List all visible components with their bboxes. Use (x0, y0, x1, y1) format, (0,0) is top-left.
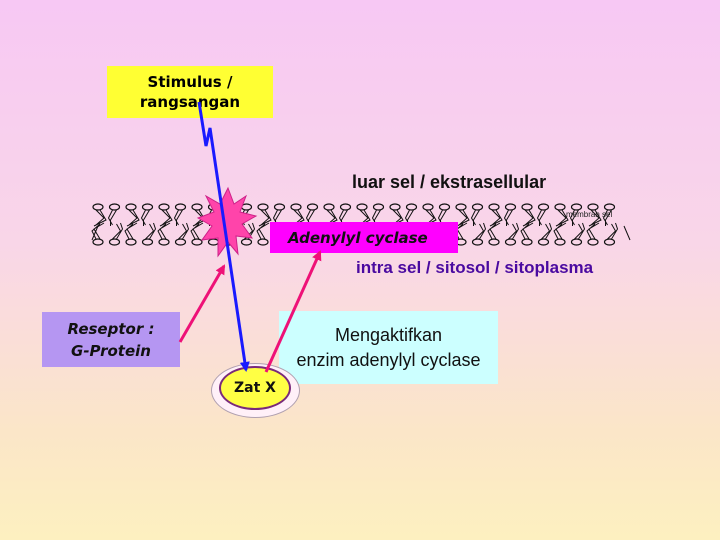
stimulus-line2: rangsangan (139, 93, 241, 111)
zat-x-label: Zat X (219, 366, 291, 410)
activation-line1: Mengaktifkan (334, 324, 443, 345)
activation-box: Mengaktifkan enzim adenylyl cyclase (279, 311, 498, 384)
receptor-star-icon (196, 186, 258, 258)
receptor-box: Reseptor : G-Protein (42, 312, 180, 367)
intracellular-label: intra sel / sitosol / sitoplasma (356, 258, 594, 277)
stimulus-line1: Stimulus / (147, 73, 233, 91)
extracellular-label: luar sel / ekstrasellular (352, 172, 547, 192)
receptor-line2: G-Protein (71, 341, 151, 360)
activation-line2: enzim adenylyl cyclase (296, 349, 481, 370)
stimulus-box: Stimulus / rangsangan (107, 66, 273, 118)
membrane-label: membran sel (566, 210, 613, 219)
receptor-line1: Reseptor : (67, 319, 155, 338)
adenylyl-cyclase-box: Adenylyl cyclase (270, 222, 458, 253)
